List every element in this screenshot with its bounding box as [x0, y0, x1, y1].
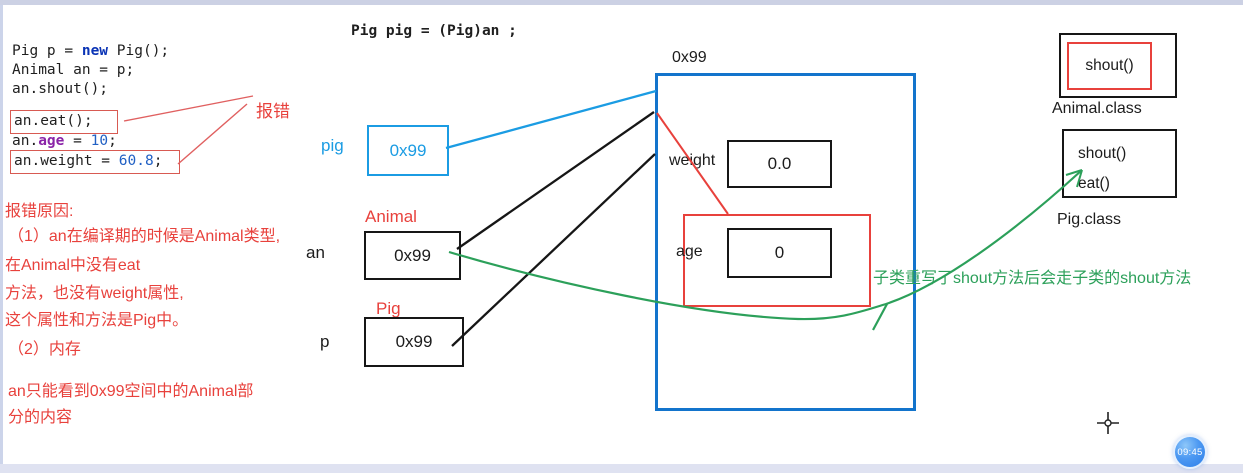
code-text: ; — [153, 153, 163, 169]
error-pointer-line-weight — [177, 103, 248, 165]
top-frame-band — [0, 0, 1243, 5]
number-literal: 10 — [90, 133, 109, 149]
error-highlight-box-eat — [10, 110, 118, 134]
error-label: 报错 — [256, 102, 290, 121]
field-value: 0.0 — [767, 154, 792, 173]
code-line-5: an.age = 10; — [12, 133, 117, 149]
method-name: shout() — [1085, 57, 1134, 74]
field-value: 0 — [774, 243, 785, 262]
code-text: an.weight = — [14, 153, 119, 169]
error-note-line: 这个属性和方法是Pig中。 — [5, 312, 189, 329]
field-age: age — [38, 133, 65, 149]
ref-label-pig: pig — [321, 136, 344, 155]
error-note-line: （1）an在编译期的时候是Animal类型, — [8, 228, 281, 245]
code-line-6: an.weight = 60.8; — [14, 153, 162, 169]
error-note-line: 方法，也没有weight属性, — [5, 285, 184, 302]
heap-address-label: 0x99 — [672, 49, 707, 66]
code-line-1: Pig p = new Pig(); — [12, 43, 169, 59]
p-to-heap-line — [451, 153, 656, 347]
keyword-new: new — [81, 43, 109, 59]
code-line-3: an.shout(); — [12, 81, 109, 97]
pig-method-shout: shout() — [1078, 145, 1127, 162]
error-note-line: 在Animal中没有eat — [5, 257, 141, 274]
left-frame-band — [0, 5, 3, 464]
code-line-4: an.eat(); — [14, 113, 93, 129]
field-label-age: age — [676, 243, 703, 260]
error-note-line: （2）内存 — [8, 341, 81, 358]
animal-class-box — [1059, 33, 1177, 98]
ref-value: 0x99 — [389, 140, 427, 160]
code-line-2: Animal an = p; — [12, 62, 135, 78]
animal-class-label: Animal.class — [1052, 100, 1142, 117]
code-text: Pig p = — [12, 43, 82, 59]
field-box-age: 0 — [727, 228, 832, 278]
ref-box-p: 0x99 — [364, 317, 464, 367]
code-text: Pig(); — [108, 43, 170, 59]
pig-class-box: shout() eat() — [1062, 129, 1177, 198]
type-label-pig: Pig — [376, 299, 401, 318]
timer-bubble[interactable]: 09:45 — [1173, 435, 1207, 469]
bottom-frame-band — [0, 464, 1243, 473]
type-label-animal: Animal — [365, 207, 417, 226]
code-text: ; — [108, 133, 117, 149]
pig-method-eat: eat() — [1078, 175, 1110, 192]
ref-box-pig: 0x99 — [367, 125, 449, 176]
pig-class-label: Pig.class — [1057, 211, 1122, 228]
code-text: an. — [12, 133, 39, 149]
code-text: = — [64, 133, 91, 149]
crosshair-cursor — [1097, 412, 1119, 434]
animal-shout-method-box: shout() — [1067, 42, 1152, 90]
ref-box-an: 0x99 — [364, 231, 461, 280]
cast-code-line: Pig pig = (Pig)an ; — [351, 23, 517, 39]
error-pointer-line-eat — [123, 95, 254, 122]
field-box-weight: 0.0 — [727, 140, 832, 188]
error-note-line: an只能看到0x99空间中的Animal部 — [8, 383, 254, 400]
pig-to-heap-line — [445, 89, 657, 150]
number-literal: 60.8 — [118, 153, 154, 169]
override-note: 子类重写了shout方法后会走子类的shout方法 — [873, 270, 1192, 287]
ref-label-p: p — [320, 332, 330, 351]
error-note-line: 分的内容 — [8, 409, 73, 426]
error-note-title: 报错原因: — [5, 203, 74, 220]
timer-value: 09:45 — [1177, 446, 1203, 458]
an-to-heap-line — [456, 111, 655, 250]
ref-label-an: an — [306, 243, 325, 262]
ref-value: 0x99 — [394, 245, 431, 265]
ref-value: 0x99 — [395, 332, 433, 351]
field-label-weight: weight — [669, 152, 716, 169]
